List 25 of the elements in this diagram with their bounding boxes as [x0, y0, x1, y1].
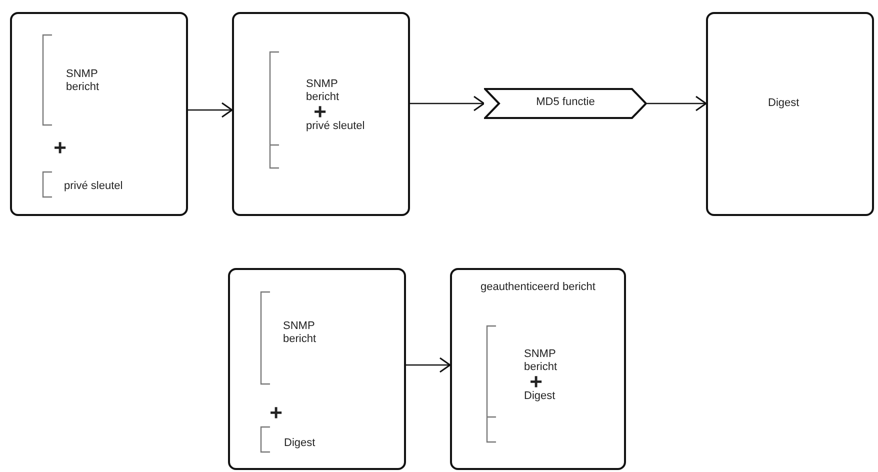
- box-text: privé sleutel: [306, 120, 366, 133]
- process-box: [232, 12, 410, 216]
- box-text: SNMP bericht: [283, 320, 318, 346]
- plus-sign: +: [314, 101, 326, 123]
- arrow: [410, 96, 485, 112]
- arrow: [406, 357, 451, 373]
- plus-sign: +: [52, 137, 68, 159]
- box-text: SNMP bericht: [66, 68, 100, 94]
- box-heading: geauthenticeerd bericht: [480, 281, 596, 294]
- plus-sign: +: [530, 371, 542, 393]
- arrow: [647, 96, 707, 112]
- box-text: SNMP bericht: [524, 348, 558, 374]
- box-text: MD5 functie: [535, 96, 596, 109]
- box-text: privé sleutel: [64, 180, 124, 193]
- box-text: Digest: [768, 97, 800, 110]
- process-box: [10, 12, 188, 216]
- process-box: [706, 12, 874, 216]
- box-text: SNMP bericht: [306, 78, 340, 104]
- process-chevron: [484, 88, 647, 119]
- arrow: [188, 102, 233, 118]
- process-box: [228, 268, 406, 470]
- box-text: Digest: [284, 437, 316, 450]
- process-box: [450, 268, 626, 470]
- plus-sign: +: [268, 402, 284, 424]
- box-text: Digest: [524, 390, 556, 403]
